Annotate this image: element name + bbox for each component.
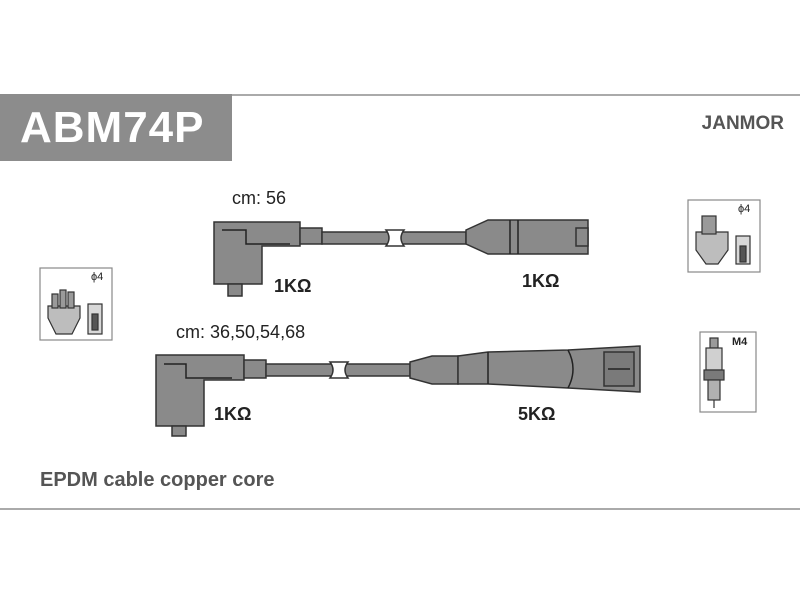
cable-2-resistance-left: 1KΩ [214,404,252,424]
spark-plug-label: M4 [732,336,748,348]
header-divider [232,94,800,96]
cable-description: EPDM cable copper core [40,469,275,491]
cable-1-resistance-right: 1KΩ [522,271,560,291]
brand-name: JANMOR [701,113,784,134]
distributor-left-label: ϕ4 [91,271,104,283]
cable-2-left-boot [155,354,245,427]
spark-plug-icon [699,331,757,413]
cable-1-right-boot [465,219,589,255]
part-code-box [0,94,232,161]
distributor-cap-icon-right [687,199,761,273]
cable-1-length: cm: 56 [232,188,287,208]
footer-divider [0,508,800,510]
cable-2 [155,345,641,437]
cable-2-right-boot [457,345,641,393]
cable-2-resistance-right: 5KΩ [518,404,556,424]
cable-2-length: cm: 36,50,54,68 [176,322,306,342]
distributor-right-label: ϕ4 [738,203,751,215]
cable-1 [213,219,589,297]
distributor-cap-icon-left [39,267,113,341]
part-code: ABM74P [20,103,205,152]
cable-1-left-boot [213,221,301,285]
cable-1-resistance-left: 1KΩ [274,276,312,296]
